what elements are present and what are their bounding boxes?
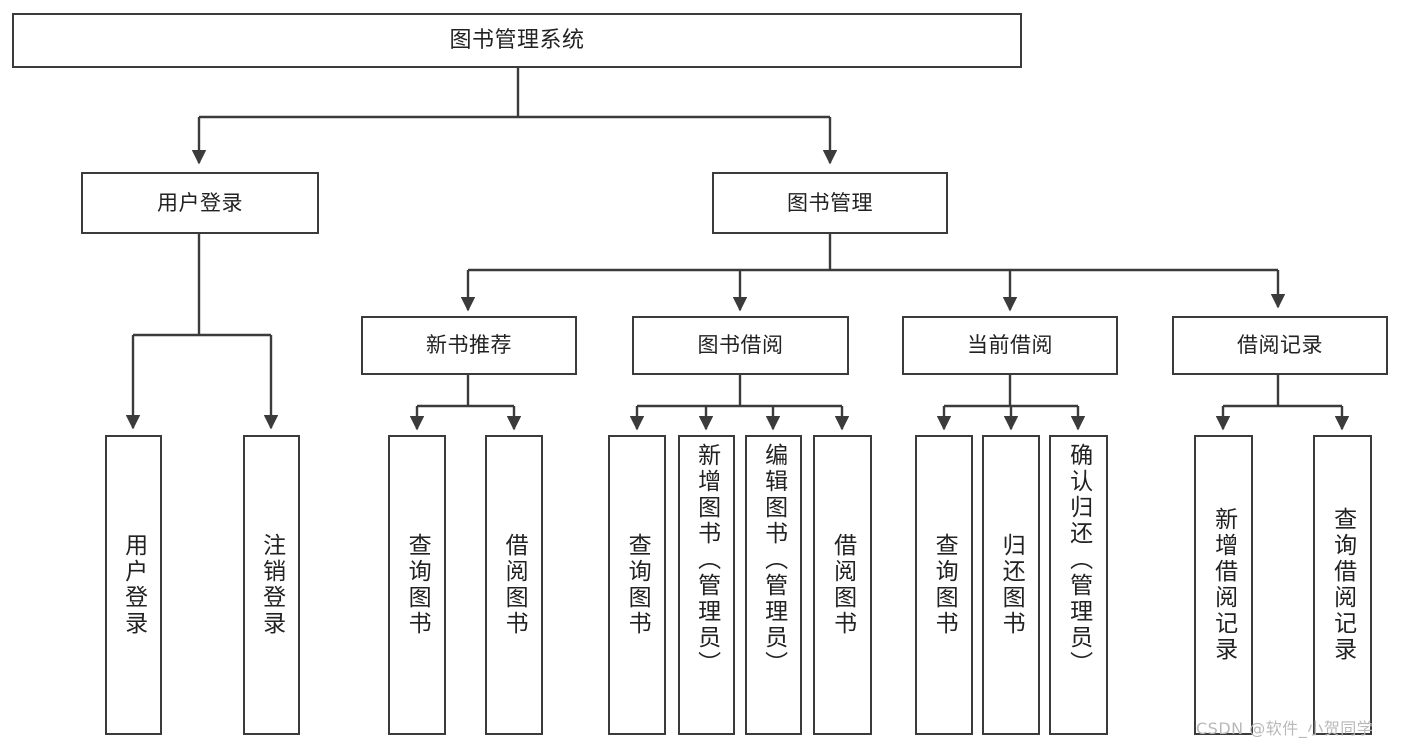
- leaf-confirm-return-admin[interactable]: 确认归还（管理员）: [1049, 435, 1108, 735]
- node-label: 确认归还（管理员）: [1065, 443, 1092, 677]
- node-new-book-recommend[interactable]: 新书推荐: [361, 316, 577, 375]
- node-label: 图书管理系统: [449, 27, 585, 53]
- node-label: 用户登录: [120, 533, 147, 637]
- leaf-query-book-current[interactable]: 查询图书: [915, 435, 973, 735]
- leaf-query-book-borrow[interactable]: 查询图书: [608, 435, 666, 735]
- leaf-query-borrow-record[interactable]: 查询借阅记录: [1313, 435, 1372, 735]
- node-label: 查询图书: [624, 533, 651, 637]
- node-label: 新增借阅记录: [1210, 507, 1237, 663]
- node-label: 借阅记录: [1237, 333, 1323, 358]
- leaf-return-book[interactable]: 归还图书: [982, 435, 1040, 735]
- node-book-borrow[interactable]: 图书借阅: [632, 316, 849, 375]
- node-label: 查询图书: [404, 533, 431, 637]
- node-label: 借阅图书: [501, 533, 528, 637]
- node-label: 借阅图书: [829, 533, 856, 637]
- node-label: 图书管理: [787, 190, 873, 215]
- node-label: 新书推荐: [426, 333, 512, 358]
- leaf-borrow-book-recommend[interactable]: 借阅图书: [485, 435, 543, 735]
- csdn-watermark: CSDN @软件_小贺同学: [1196, 715, 1373, 739]
- leaf-add-book-admin[interactable]: 新增图书（管理员）: [678, 435, 735, 735]
- node-label: 注销登录: [258, 533, 285, 637]
- node-label: 当前借阅: [967, 333, 1053, 358]
- node-label: 编辑图书（管理员）: [760, 443, 787, 677]
- node-user-login[interactable]: 用户登录: [81, 172, 319, 234]
- leaf-edit-book-admin[interactable]: 编辑图书（管理员）: [745, 435, 802, 735]
- leaf-query-book-recommend[interactable]: 查询图书: [388, 435, 446, 735]
- node-root-system[interactable]: 图书管理系统: [12, 13, 1022, 68]
- node-label: 查询图书: [931, 533, 958, 637]
- node-label: 用户登录: [157, 190, 243, 215]
- node-label: 查询借阅记录: [1329, 507, 1356, 663]
- leaf-add-borrow-record[interactable]: 新增借阅记录: [1194, 435, 1253, 735]
- node-label: 新增图书（管理员）: [693, 443, 720, 677]
- node-label: 图书借阅: [697, 333, 784, 358]
- node-book-management[interactable]: 图书管理: [712, 172, 948, 234]
- node-borrow-record[interactable]: 借阅记录: [1172, 316, 1388, 375]
- node-label: 归还图书: [998, 533, 1025, 637]
- leaf-user-login[interactable]: 用户登录: [105, 435, 162, 735]
- node-current-borrow[interactable]: 当前借阅: [902, 316, 1118, 375]
- leaf-borrow-book[interactable]: 借阅图书: [813, 435, 872, 735]
- leaf-logout[interactable]: 注销登录: [243, 435, 300, 735]
- watermark-text: CSDN @软件_小贺同学: [1196, 719, 1374, 738]
